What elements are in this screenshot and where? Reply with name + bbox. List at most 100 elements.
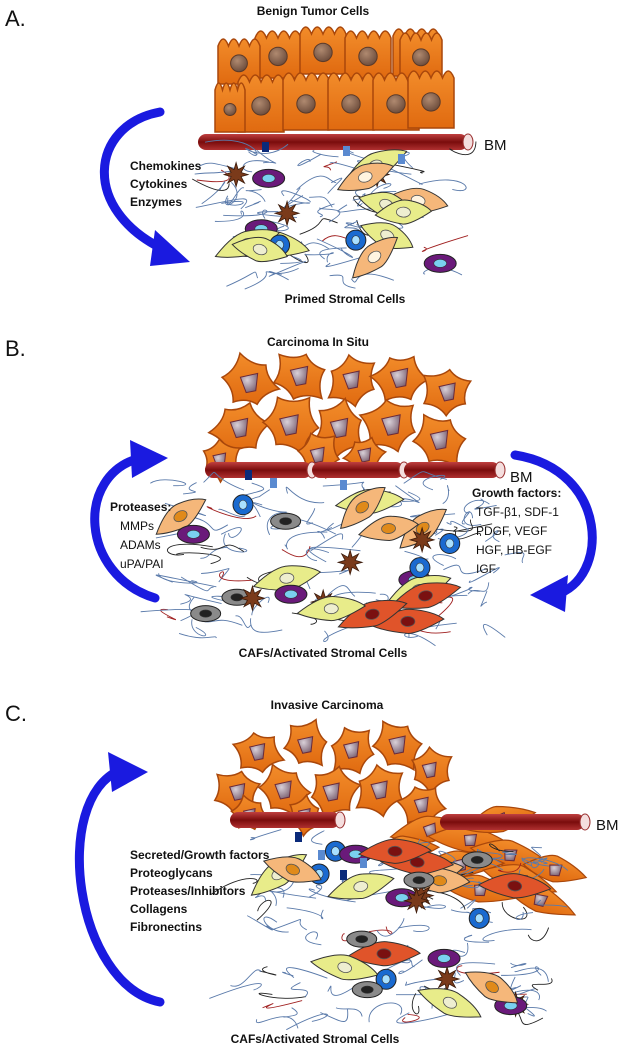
membrane-segment xyxy=(404,462,500,478)
ecm-fiber xyxy=(489,843,514,853)
nucleus-icon xyxy=(279,517,292,526)
ecm-fiber xyxy=(297,153,322,167)
ecm-fiber xyxy=(281,545,311,558)
nucleus-icon xyxy=(322,782,340,802)
ecm-fiber xyxy=(160,608,176,621)
ecm-fiber xyxy=(256,899,272,921)
ecm-fiber xyxy=(483,623,506,638)
ecm-fiber xyxy=(305,931,322,946)
ecm-fiber xyxy=(404,632,436,647)
nucleus-icon xyxy=(313,42,333,63)
ecm-fiber xyxy=(221,200,244,206)
factor-item: Enzymes xyxy=(130,195,182,209)
ecm-fiber xyxy=(259,966,277,976)
panel-a-title: Benign Tumor Cells xyxy=(257,4,370,18)
ecm-fiber xyxy=(480,590,488,607)
nucleus-icon xyxy=(341,94,361,114)
nucleus-icon xyxy=(396,206,411,218)
panel-b: B. Carcinoma In Situ BM Proteases: MMPs … xyxy=(5,335,597,660)
ecm-fiber xyxy=(350,273,394,283)
ecm-fiber xyxy=(210,878,258,896)
factor-item: IGF xyxy=(476,562,496,576)
matrix-protein xyxy=(340,480,347,490)
membrane-end xyxy=(579,813,591,831)
ecm-fiber xyxy=(403,151,413,169)
ecm-fiber xyxy=(285,486,325,504)
nucleus-icon xyxy=(279,572,295,584)
nucleus-icon xyxy=(418,590,433,602)
ecm-fiber xyxy=(319,247,347,260)
ecm-fiber xyxy=(410,513,456,518)
ecm-fiber xyxy=(318,207,341,223)
ecm-fiber xyxy=(308,888,356,903)
panel-b-label: B. xyxy=(5,336,26,361)
ecm-fiber xyxy=(218,508,246,517)
nucleus-icon xyxy=(223,103,237,116)
ecm-fiber xyxy=(467,582,490,595)
nucleus-icon xyxy=(284,589,298,599)
ecm-fiber xyxy=(201,568,230,583)
factor-item: PDGF, VEGF xyxy=(476,524,547,538)
arrowhead-icon xyxy=(130,440,168,478)
nucleus-icon xyxy=(387,845,403,857)
ecm-fiber xyxy=(286,907,324,920)
ecm-fiber xyxy=(402,1013,420,1023)
stromal-cells xyxy=(209,829,569,1031)
ecm-fiber xyxy=(401,491,421,502)
ecm-fiber xyxy=(155,574,217,588)
ecm-fiber xyxy=(176,552,221,565)
ecm-fiber xyxy=(183,482,197,495)
ecm-fiber xyxy=(327,585,356,597)
ecm-fiber xyxy=(522,857,569,871)
ecm-fiber xyxy=(530,861,539,869)
ecm-fiber xyxy=(345,222,363,228)
matrix-protein xyxy=(318,850,325,860)
ecm-fiber xyxy=(271,919,307,931)
nucleus-icon xyxy=(342,370,360,390)
ecm-fiber xyxy=(379,959,415,974)
panel-b-bottom-label: CAFs/Activated Stromal Cells xyxy=(239,646,408,660)
nucleus-icon xyxy=(389,367,409,389)
nucleus-icon xyxy=(381,414,401,436)
ecm-fiber xyxy=(501,902,528,920)
ecm-fiber xyxy=(245,200,261,209)
factor-heading: Growth factors: xyxy=(472,486,561,500)
membrane-end xyxy=(494,461,506,479)
ecm-fiber xyxy=(521,857,550,867)
dendritic-cell xyxy=(239,584,266,612)
bm-label: BM xyxy=(510,469,533,486)
nucleus-icon xyxy=(429,429,449,451)
matrix-protein xyxy=(398,154,405,164)
ecm-fiber xyxy=(421,235,469,252)
basement-membrane xyxy=(230,811,591,831)
ecm-fiber xyxy=(192,178,230,191)
factor-item: Secreted/Growth factors xyxy=(130,848,270,862)
factor-item: ADAMs xyxy=(120,538,161,552)
carcinoma-in-situ-cells xyxy=(202,351,473,484)
ecm-fiber xyxy=(312,150,339,158)
ecm-fiber xyxy=(464,857,504,876)
ecm-fiber xyxy=(531,978,553,991)
ecm-fiber xyxy=(195,198,248,210)
ecm-fiber xyxy=(463,934,490,943)
nucleus-icon xyxy=(261,174,276,183)
ecm-fiber xyxy=(325,255,365,268)
panel-b-title: Carcinoma In Situ xyxy=(267,335,369,349)
nucleus-icon xyxy=(252,243,268,256)
nucleus-icon xyxy=(415,521,430,535)
ecm-fiber xyxy=(214,210,245,222)
ecm-fiber xyxy=(223,533,248,553)
ecm-fiber xyxy=(316,238,354,258)
ecm-fiber xyxy=(306,508,316,525)
ecm-fiber xyxy=(225,181,238,206)
ecm-fiber xyxy=(191,619,207,637)
membrane-segment xyxy=(230,812,340,828)
ecm-fiber xyxy=(320,1009,349,1022)
nucleus-icon xyxy=(358,46,378,67)
nucleus-icon xyxy=(297,736,314,754)
ecm-fiber xyxy=(245,143,289,156)
ecm-fiber xyxy=(385,162,425,174)
ecm-fiber xyxy=(368,1002,403,1023)
ecm-fiber xyxy=(446,520,469,530)
ecm-fiber xyxy=(290,982,308,998)
